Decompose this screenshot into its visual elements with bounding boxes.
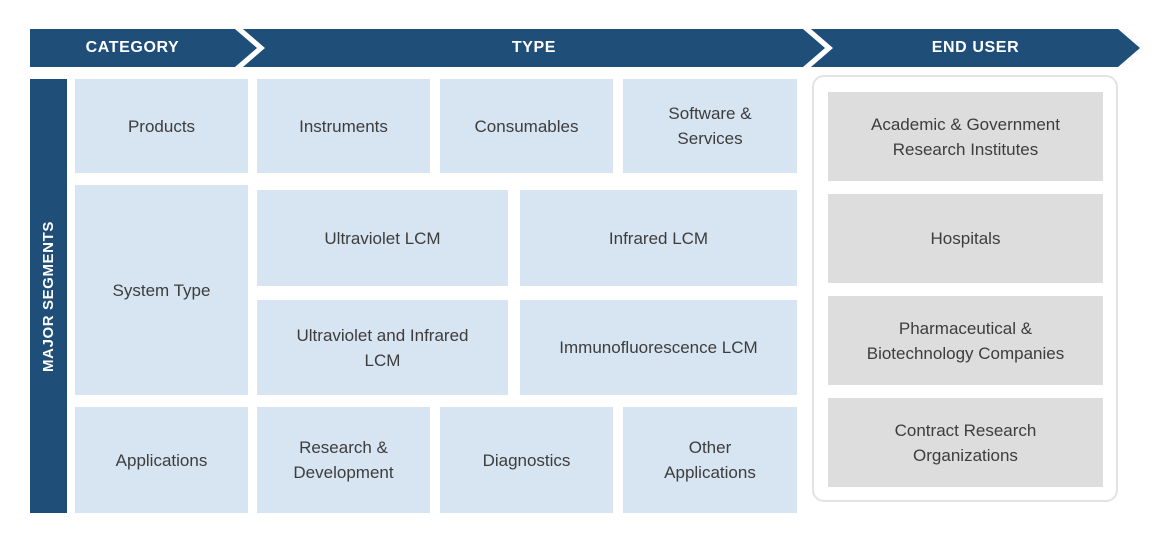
box-infrared-lcm-label: Infrared LCM	[608, 228, 709, 248]
box-software-services-label: Software & Services	[668, 104, 752, 148]
box-applications-label: Applications	[115, 450, 208, 470]
category-banner: CATEGORY	[30, 29, 257, 67]
box-products: Products	[75, 79, 248, 173]
box-ultraviolet-infrared-lcm-label: Ultraviolet and Infrared LCM	[296, 325, 469, 370]
type-banner: TYPE	[243, 29, 825, 67]
category-banner-label: CATEGORY	[85, 39, 180, 56]
box-system-type-label: System Type	[112, 280, 211, 300]
box-research-development: Research & Development	[257, 407, 430, 513]
box-hospitals: Hospitals	[828, 194, 1103, 283]
end-user-banner: END USER	[811, 29, 1140, 67]
box-diagnostics-label: Diagnostics	[482, 450, 571, 470]
type-banner-label: TYPE	[511, 39, 557, 56]
box-academic-government: Academic & Government Research Institute…	[828, 92, 1103, 181]
box-infrared-lcm: Infrared LCM	[520, 190, 797, 286]
box-research-development-label: Research & Development	[293, 438, 394, 482]
box-applications: Applications	[75, 407, 248, 513]
end-user-banner-label: END USER	[931, 39, 1020, 56]
box-consumables-label: Consumables	[474, 116, 579, 136]
box-software-services: Software & Services	[623, 79, 797, 173]
box-hospitals-label: Hospitals	[930, 229, 1001, 248]
box-pharma-biotech: Pharmaceutical & Biotechnology Companies	[828, 296, 1103, 385]
box-consumables: Consumables	[440, 79, 613, 173]
box-immunofluorescence-lcm: Immunofluorescence LCM	[520, 300, 797, 395]
box-products-label: Products	[127, 116, 196, 136]
box-pharma-biotech-label: Pharmaceutical & Biotechnology Companies	[866, 318, 1065, 363]
box-instruments-label: Instruments	[299, 116, 388, 136]
box-contract-research-label: Contract Research Organizations	[894, 420, 1037, 465]
box-ultraviolet-lcm-label: Ultraviolet LCM	[324, 228, 441, 248]
box-other-applications: Other Applications	[623, 407, 797, 513]
box-contract-research: Contract Research Organizations	[828, 398, 1103, 487]
box-diagnostics: Diagnostics	[440, 407, 613, 513]
box-academic-government-label: Academic & Government Research Institute…	[871, 114, 1060, 159]
box-ultraviolet-lcm: Ultraviolet LCM	[257, 190, 508, 286]
box-ultraviolet-infrared-lcm: Ultraviolet and Infrared LCM	[257, 300, 508, 395]
box-immunofluorescence-lcm-label: Immunofluorescence LCM	[559, 338, 758, 357]
major-segments-bar: MAJOR SEGMENTS	[30, 79, 67, 513]
box-system-type: System Type	[75, 185, 248, 395]
box-instruments: Instruments	[257, 79, 430, 173]
major-segments-label: MAJOR SEGMENTS	[40, 220, 58, 372]
box-other-applications-label: Other Applications	[664, 438, 756, 482]
